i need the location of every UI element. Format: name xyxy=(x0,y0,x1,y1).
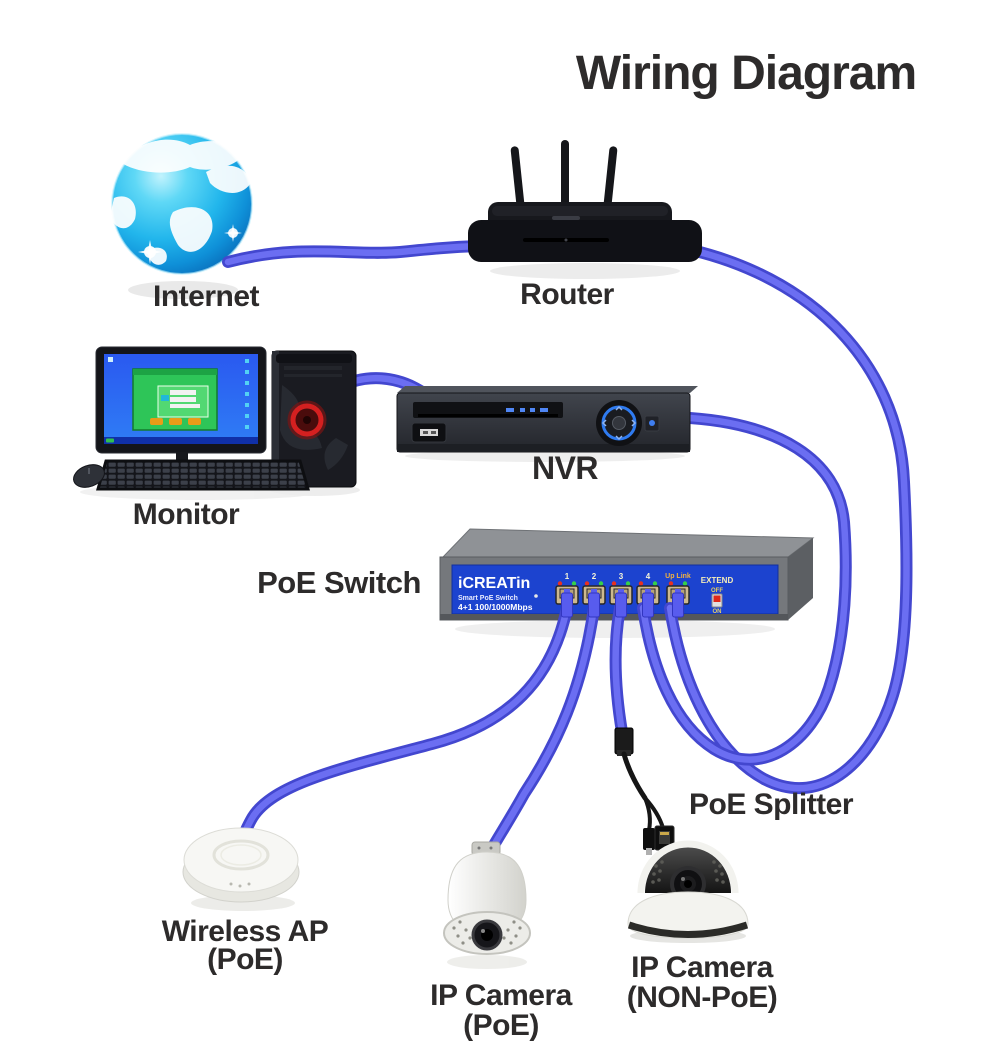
wireless-ap-label: Wireless AP xyxy=(161,915,329,948)
monitor-label: Monitor xyxy=(132,498,240,531)
extend-switch: EXTEND OFF ON xyxy=(701,576,734,615)
desktop-icons xyxy=(245,359,249,429)
splitter-rj45-jack xyxy=(654,825,675,851)
port-number-1: 1 xyxy=(565,572,570,581)
ptz-ir-leds xyxy=(452,920,522,945)
pc-tower xyxy=(271,350,357,488)
port-number-3: 3 xyxy=(619,572,624,581)
ip-camera-non-poe-device xyxy=(627,840,749,939)
monitor-screen xyxy=(95,346,267,475)
extend-label: EXTEND xyxy=(701,576,734,585)
ip-camera-non-poe-sublabel: (NON-PoE) xyxy=(626,981,778,1014)
extend-off-label: OFF xyxy=(711,588,723,594)
internet-label: Internet xyxy=(152,280,260,313)
ip-camera-poe-sublabel: (PoE) xyxy=(463,1009,539,1042)
cable-uplink-router xyxy=(654,243,907,788)
wireless-ap-sublabel: (PoE) xyxy=(207,943,283,976)
port-number-4: 4 xyxy=(646,572,651,581)
internet-globe xyxy=(110,133,253,275)
screen-window xyxy=(132,368,218,431)
ip-camera-non-poe-label: IP Camera xyxy=(631,951,773,984)
port-number-2: 2 xyxy=(592,572,597,581)
globe-sparkles xyxy=(138,224,242,264)
poe-splitter-label: PoE Splitter xyxy=(688,788,854,821)
mouse xyxy=(73,464,105,488)
ip-camera-poe-label: IP Camera xyxy=(430,979,572,1012)
cable-port2-ip-camera xyxy=(490,608,594,852)
switch-line2: 4+1 100/1000Mbps xyxy=(458,602,533,612)
nvr-device xyxy=(396,386,698,453)
keyboard xyxy=(96,459,310,491)
extend-on-label: ON xyxy=(713,609,722,615)
uplink-label: Up Link xyxy=(665,573,691,580)
splitter-dc-jack xyxy=(643,828,655,855)
poe-switch-label: PoE Switch xyxy=(257,565,421,600)
switch-cable-plugs xyxy=(561,589,684,618)
nvr-control-pad xyxy=(596,400,642,446)
nvr-usb-port xyxy=(411,422,447,443)
cable-internet-router xyxy=(228,246,478,262)
switch-brand: iCREATin xyxy=(458,575,530,592)
diagram-title: Wiring Diagram xyxy=(575,47,917,100)
dome-ir-leds xyxy=(651,860,725,884)
switch-line1: Smart PoE Switch xyxy=(458,595,518,602)
nvr-label: NVR xyxy=(531,450,599,486)
router-device xyxy=(468,140,702,262)
router-antennas xyxy=(510,140,618,211)
wireless-ap-device xyxy=(182,827,300,903)
switch-power-led xyxy=(534,594,538,598)
monitor-pc-device xyxy=(73,346,357,491)
nvr-leds xyxy=(506,408,548,412)
poe-splitter-device xyxy=(614,727,675,855)
ip-camera-poe-device xyxy=(443,841,531,955)
cable-port3-splitter xyxy=(616,608,622,732)
router-label: Router xyxy=(520,278,614,311)
